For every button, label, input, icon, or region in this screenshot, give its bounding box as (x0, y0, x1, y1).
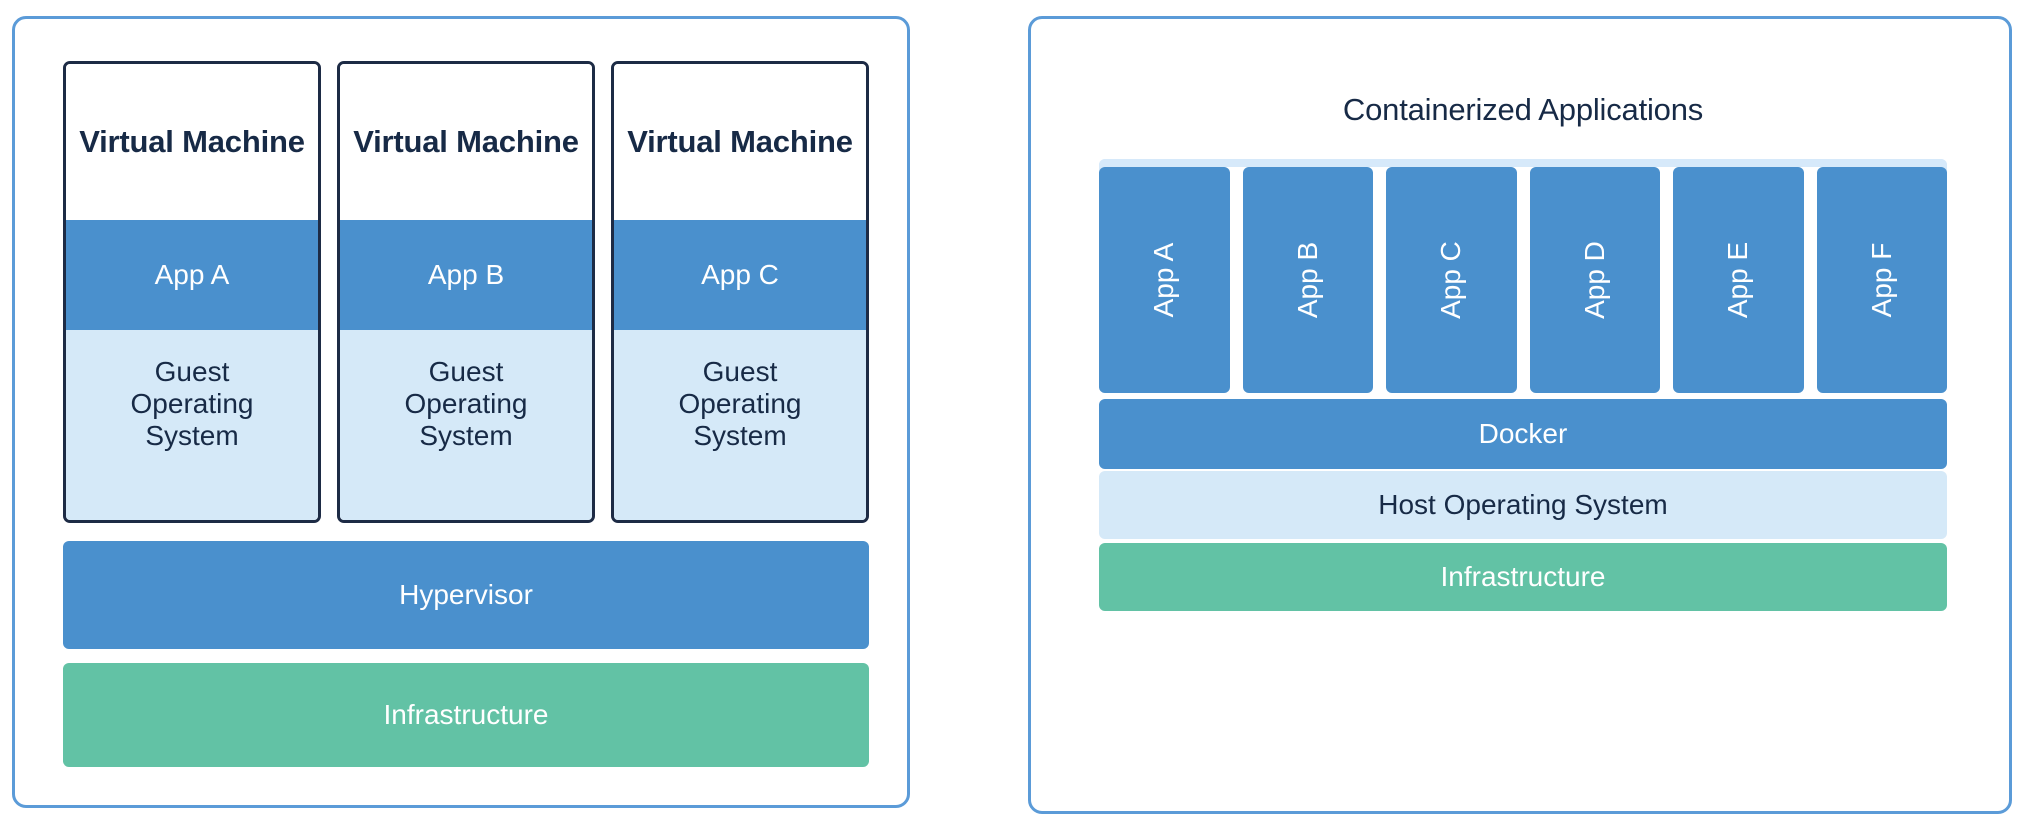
container-app-label: App C (1435, 241, 1467, 319)
container-app-label: App B (1291, 241, 1323, 319)
vm-app-band: App A (66, 220, 318, 330)
virtual-machine-row: Virtual Machine App A Guest Operating Sy… (63, 61, 869, 523)
vm-guest-os-band: Guest Operating System (340, 330, 592, 520)
containerized-applications-title: Containerized Applications (1342, 92, 1704, 127)
container-app-label: App E (1722, 241, 1754, 319)
virtual-machine-box: Virtual Machine App B Guest Operating Sy… (337, 61, 595, 523)
hypervisor-layer: Hypervisor (63, 541, 869, 649)
infrastructure-layer-container: Infrastructure (1099, 543, 1947, 611)
vm-app-band: App B (340, 220, 592, 330)
infrastructure-layer-vm: Infrastructure (63, 663, 869, 767)
docker-layer: Docker (1099, 399, 1947, 469)
container-app-column: App C (1386, 167, 1517, 393)
container-app-column: App A (1099, 167, 1230, 393)
container-app-column: App F (1816, 167, 1947, 393)
container-app-column: App B (1242, 167, 1373, 393)
virtual-machine-panel: Virtual Machine App A Guest Operating Sy… (12, 16, 910, 808)
container-app-label: App F (1865, 242, 1897, 318)
container-app-columns: App A App B App C App D App E App F (1099, 167, 1947, 393)
virtual-machine-box: Virtual Machine App C Guest Operating Sy… (611, 61, 869, 523)
container-app-column: App D (1529, 167, 1660, 393)
container-app-label: App D (1578, 241, 1610, 319)
vm-guest-os-band: Guest Operating System (66, 330, 318, 520)
virtual-machine-title: Virtual Machine (66, 64, 318, 220)
container-app-label: App A (1148, 242, 1180, 318)
host-operating-system-layer: Host Operating System (1099, 471, 1947, 539)
container-app-column: App E (1673, 167, 1804, 393)
virtual-machine-box: Virtual Machine App A Guest Operating Sy… (63, 61, 321, 523)
vm-guest-os-band: Guest Operating System (614, 330, 866, 520)
virtual-machine-title: Virtual Machine (614, 64, 866, 220)
virtual-machine-title: Virtual Machine (340, 64, 592, 220)
container-panel: Containerized Applications App A App B A… (1028, 16, 2012, 814)
vm-app-band: App C (614, 220, 866, 330)
